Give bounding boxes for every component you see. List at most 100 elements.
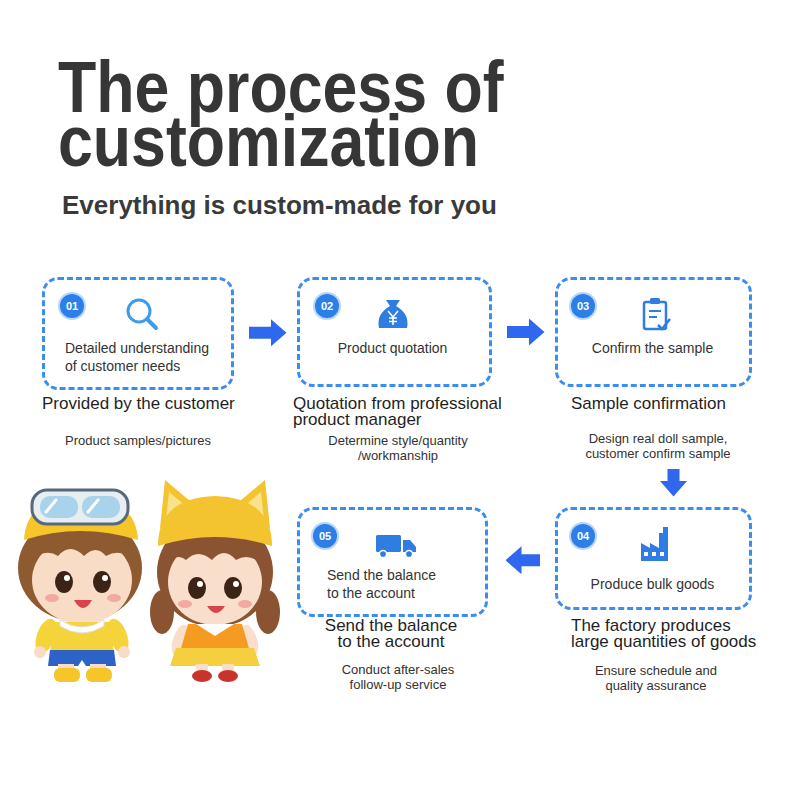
girl-doll — [180, 624, 250, 652]
money-bag-icon — [378, 300, 407, 328]
truck-icon — [376, 535, 416, 558]
money-bag-icon — [388, 311, 398, 325]
boy-doll — [74, 600, 92, 608]
girl-doll — [188, 577, 206, 599]
boy-doll — [31, 616, 60, 656]
truck-icon — [405, 550, 412, 557]
step-description: Product samples/pictures — [38, 433, 238, 448]
boy-doll — [58, 664, 74, 670]
step-text: Produce bulk goods — [560, 575, 745, 593]
clipboard-icon — [644, 302, 666, 329]
boy-doll — [60, 620, 104, 633]
boy-doll — [34, 646, 46, 658]
step-box: Detailed understanding of customer needs… — [42, 277, 234, 390]
step-number-text: 05 — [319, 530, 331, 542]
girl-doll — [243, 492, 264, 520]
step-box: Produce bulk goodsThe factory produces l… — [555, 507, 752, 610]
step-text: Confirm the sample — [560, 339, 745, 357]
step-box: Confirm the sampleSample confirmationDes… — [555, 277, 752, 387]
boy-doll — [32, 490, 128, 524]
boy-doll — [45, 594, 59, 602]
boy-doll — [118, 646, 130, 658]
girl-doll — [222, 664, 234, 672]
boy-doll — [54, 668, 80, 682]
step-box: Send the balance to the accountSend the … — [297, 507, 488, 617]
boy-doll — [30, 530, 134, 560]
girl-doll — [233, 581, 239, 587]
boy-doll — [32, 536, 132, 624]
boy-doll — [24, 494, 138, 540]
truck-icon — [376, 535, 401, 552]
flow-arrow — [521, 554, 555, 566]
boy-doll — [86, 668, 112, 682]
girl-doll — [160, 480, 196, 528]
boy-doll — [18, 490, 142, 682]
boy-doll — [18, 514, 142, 622]
clipboard-icon — [649, 311, 661, 317]
clipboard-icon — [644, 298, 670, 329]
step-number-text: 02 — [321, 300, 333, 312]
boy-doll — [103, 616, 132, 656]
girl-doll — [196, 624, 234, 636]
boy-doll — [46, 500, 98, 512]
flow-arrow — [492, 326, 529, 338]
step-text: Send the balance to the account — [327, 566, 445, 602]
step-number-text: 04 — [577, 530, 589, 542]
girl-doll — [224, 577, 242, 599]
search-icon — [147, 319, 156, 328]
boy-doll — [48, 650, 116, 666]
girl-doll — [178, 600, 192, 608]
factory-icon — [660, 552, 664, 556]
boy-doll — [93, 571, 111, 593]
boy-doll — [90, 664, 106, 670]
girl-doll — [218, 670, 238, 682]
girl-doll — [196, 664, 208, 672]
factory-icon — [652, 552, 656, 556]
step-box: Product quotationQuotation from professi… — [297, 277, 492, 387]
step-description: Ensure schedule and quality assurance — [576, 663, 736, 693]
step-number: 02 — [315, 294, 339, 318]
factory-icon — [641, 527, 668, 561]
step-description: Design real doll sample, customer confir… — [568, 431, 748, 461]
boy-doll — [64, 575, 70, 581]
step-text: Detailed understanding of customer needs — [65, 339, 217, 375]
step-heading: Provided by the customer — [42, 396, 282, 412]
clipboard-icon — [658, 319, 670, 329]
step-text: Product quotation — [300, 339, 485, 357]
boy-doll — [107, 594, 121, 602]
step-number-text: 03 — [577, 300, 589, 312]
step-number: 03 — [571, 294, 595, 318]
truck-icon — [403, 540, 416, 552]
search-icon — [128, 300, 156, 328]
page-title: The process of customization — [58, 60, 528, 168]
girl-doll — [234, 480, 270, 528]
factory-icon — [644, 552, 648, 556]
girl-doll — [166, 534, 264, 566]
flow-arrow — [234, 327, 271, 339]
step-description: Conduct after-sales follow-up service — [323, 662, 473, 692]
step-number: 05 — [313, 524, 337, 548]
search-icon — [128, 300, 150, 322]
boy-doll — [55, 571, 73, 593]
girl-doll — [168, 539, 262, 625]
step-heading: Quotation from professional product mana… — [293, 396, 523, 428]
money-bag-icon — [378, 300, 407, 328]
girl-doll — [207, 606, 225, 613]
factory-icon — [641, 527, 668, 561]
girl-doll — [166, 492, 187, 520]
step-heading: Send the balance to the account — [318, 618, 464, 650]
girl-doll — [197, 581, 203, 587]
girl-doll — [170, 648, 260, 666]
girl-doll — [238, 600, 252, 608]
step-description: Determine style/quantity /workmanship — [313, 433, 483, 463]
subtitle: Everything is custom-made for you — [62, 192, 497, 218]
boy-doll — [82, 496, 120, 518]
boy-doll — [102, 575, 108, 581]
clipboard-icon — [650, 298, 660, 304]
girl-doll — [238, 623, 261, 658]
step-number-text: 01 — [66, 300, 78, 312]
step-heading: The factory produces large quantities of… — [571, 618, 766, 650]
step-number: 04 — [571, 524, 595, 548]
girl-doll — [158, 496, 272, 546]
